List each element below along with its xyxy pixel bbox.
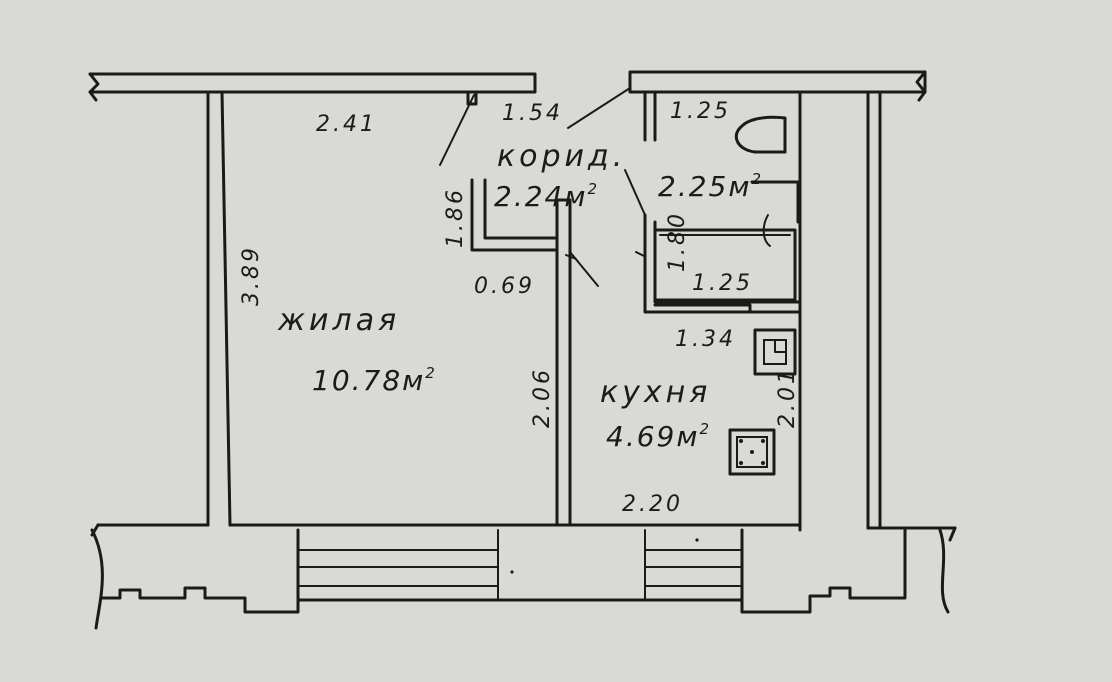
right-inner-wall <box>750 90 802 532</box>
living-door-icon <box>439 94 475 166</box>
dim-corridor-left: 1.86 <box>443 187 468 248</box>
corridor-area: 2.24м2 <box>494 180 599 213</box>
dimension-labels: 2.41 3.89 1.54 1.86 0.69 2.06 1.25 1.80 … <box>239 99 800 517</box>
kitchen-door-icon <box>569 251 599 287</box>
dim-kitchen-bottom: 2.20 <box>622 492 683 517</box>
dim-corridor-bottom: 0.69 <box>474 274 535 299</box>
kitchen-name: кухня <box>600 375 711 410</box>
bathtub-icon <box>653 228 797 302</box>
bathroom-door-icon <box>624 169 646 216</box>
living-room-area: 10.78м2 <box>312 364 437 397</box>
dim-bath-top: 1.25 <box>670 99 731 124</box>
dim-bath-bottom: 1.25 <box>692 271 753 296</box>
living-left-wall <box>206 90 232 527</box>
dim-bath-side: 1.80 <box>665 211 690 272</box>
dim-kitchen-top: 1.34 <box>675 327 736 352</box>
window-right <box>644 529 741 601</box>
bathroom-area: 2.25м2 <box>658 170 763 203</box>
dim-living-top: 2.41 <box>316 112 377 137</box>
top-left-outer-wall <box>88 72 537 94</box>
balcony-strip <box>90 528 950 630</box>
room-labels: жилая 10.78м2 корид. 2.24м2 2.25м2 кухня… <box>277 139 763 453</box>
bottom-wall <box>96 523 957 530</box>
right-outer-wall <box>866 90 882 530</box>
corridor-wall <box>470 178 559 252</box>
window-left <box>297 529 499 601</box>
fixtures <box>439 87 797 476</box>
sink-icon <box>753 328 797 376</box>
entrance-door-icon <box>567 87 631 129</box>
dim-living-left: 3.89 <box>239 245 264 306</box>
top-right-outer-wall <box>628 70 927 94</box>
dim-partition: 2.06 <box>530 367 555 428</box>
bathroom-wall <box>643 213 802 314</box>
dim-corridor-top: 1.54 <box>502 101 563 126</box>
partition-wall <box>555 198 572 527</box>
kitchen-area: 4.69м2 <box>606 420 711 453</box>
toilet-icon <box>734 115 787 154</box>
corridor-name: корид. <box>497 139 626 174</box>
living-room-name: жилая <box>277 303 400 338</box>
dim-kitchen-right: 2.01 <box>775 367 800 428</box>
stove-icon <box>728 428 776 476</box>
